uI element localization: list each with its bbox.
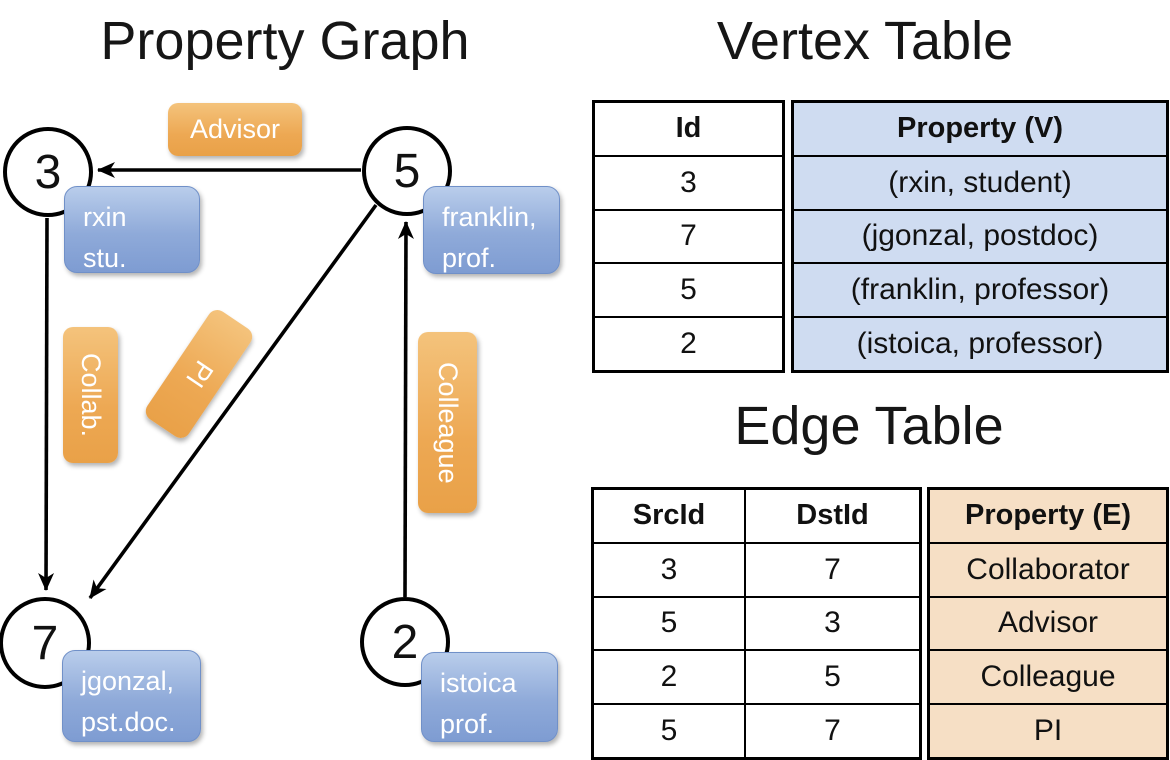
- edge-table-header-row: SrcId DstId: [594, 490, 919, 542]
- srcid-cell: 2: [594, 651, 746, 704]
- node-label-line: rxin: [83, 202, 127, 232]
- node-label-franklin: franklin, prof.: [423, 186, 560, 274]
- table-row: 2: [595, 316, 782, 370]
- srcid-cell: 5: [594, 705, 746, 757]
- edge-table-header-srcid: SrcId: [594, 490, 746, 542]
- node-label-line: istoica: [440, 668, 517, 698]
- table-row: 2 5: [594, 649, 919, 704]
- table-row: 5: [595, 262, 782, 316]
- edge-label-advisor: Advisor: [168, 103, 302, 156]
- table-row: (jgonzal, postdoc): [794, 208, 1166, 263]
- table-row: (franklin, professor): [794, 262, 1166, 317]
- table-row: Advisor: [930, 595, 1166, 650]
- table-row: 7: [595, 208, 782, 263]
- dstid-cell: 7: [824, 714, 841, 748]
- vertex-table-property-column: Property (V) (rxin, student) (jgonzal, p…: [791, 100, 1169, 373]
- graph-node-2: 2: [360, 597, 450, 687]
- node-label-line: jgonzal,: [81, 666, 175, 696]
- edge-pi-5-to-7: [88, 203, 378, 600]
- vertex-table-header-id: Id: [675, 112, 702, 145]
- property-graph-title: Property Graph: [100, 11, 470, 71]
- table-row: Colleague: [930, 649, 1166, 704]
- node-label-line: prof.: [442, 242, 497, 273]
- table-row: (istoica, professor): [794, 316, 1166, 370]
- node-label-line: franklin,: [442, 202, 537, 232]
- graph-node-5: 5: [362, 126, 452, 216]
- dstid-cell: 7: [824, 552, 841, 586]
- node-label-rxin: rxin stu.: [64, 186, 200, 273]
- edge-table-property-column: Property (E) Collaborator Advisor Collea…: [927, 487, 1169, 760]
- dstid-cell: 5: [824, 660, 841, 694]
- table-row: 5 7: [594, 703, 919, 757]
- edge-table-header-dstid: DstId: [796, 499, 869, 532]
- node-label-line: stu.: [83, 242, 127, 273]
- edge-label-collab: Collab.: [63, 327, 118, 463]
- dstid-cell: 3: [824, 606, 841, 640]
- node-label-istoica: istoica prof.: [421, 652, 558, 742]
- edge-collab-3-to-7: [38, 217, 55, 591]
- edge-table-header-property: Property (E): [930, 490, 1166, 542]
- table-row: (rxin, student): [794, 154, 1166, 209]
- table-row: 3 7: [594, 541, 919, 596]
- srcid-cell: 3: [594, 543, 746, 596]
- graph-edge-lines: [38, 162, 414, 600]
- node-label-line: pst.doc.: [81, 706, 176, 737]
- vertex-table-title: Vertex Table: [716, 11, 1014, 71]
- edge-label-colleague: Colleague: [418, 332, 477, 513]
- vertex-table-id-column: Id 3 7 5 2: [592, 100, 785, 373]
- srcid-cell: 5: [594, 597, 746, 650]
- table-row: PI: [930, 703, 1166, 757]
- table-row: 5 3: [594, 595, 919, 650]
- edge-table-title: Edge Table: [734, 396, 1004, 456]
- node-label-line: prof.: [440, 708, 495, 739]
- table-row: Collaborator: [930, 541, 1166, 596]
- vertex-table-header-property: Property (V): [794, 103, 1166, 155]
- table-row: 3: [595, 154, 782, 209]
- edge-table-id-columns: SrcId DstId 3 7 5 3 2 5 5 7: [591, 487, 922, 760]
- node-label-jgonzal: jgonzal, pst.doc.: [62, 650, 201, 742]
- edge-colleague-2-to-5: [397, 221, 414, 598]
